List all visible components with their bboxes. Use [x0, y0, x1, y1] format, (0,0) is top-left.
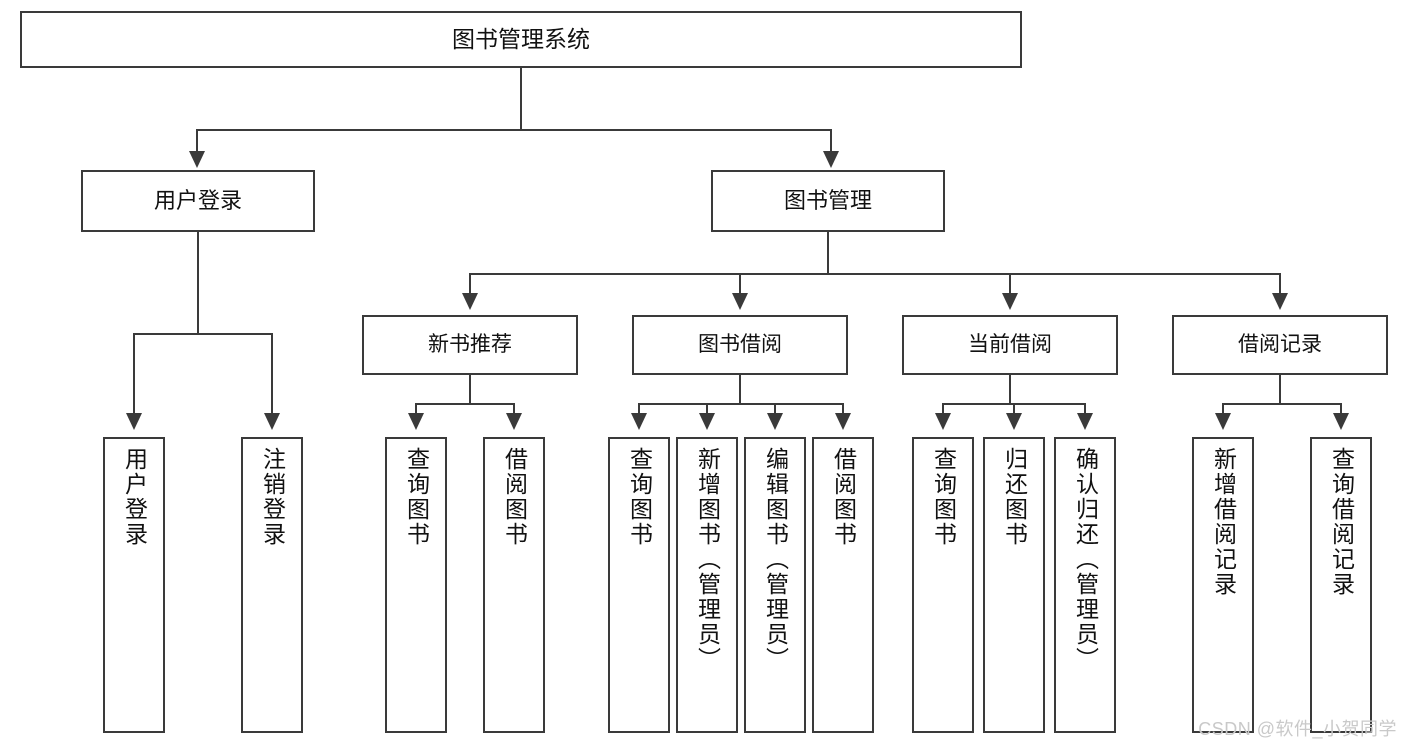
connector-bb-drop-3 — [774, 403, 776, 415]
node-label: 新增图书（管理员） — [694, 447, 721, 672]
arrow-user-login-leaf-1 — [126, 413, 142, 430]
arrow-bb-leaf-4 — [835, 413, 851, 430]
arrow-bm-to-current-borrow — [1002, 293, 1018, 310]
node-leaf-add-borrow-record[interactable]: 新增借阅记录 — [1192, 437, 1254, 733]
node-current-borrow[interactable]: 当前借阅 — [902, 315, 1118, 375]
node-label: 注销登录 — [259, 447, 286, 547]
connector-br-stem — [1279, 375, 1281, 404]
connector-user-login-drop-2 — [271, 333, 273, 415]
connector-nbr-stem — [469, 375, 471, 404]
connector-book-management-stem — [827, 232, 829, 274]
arrow-br-leaf-2 — [1333, 413, 1349, 430]
node-leaf-add-book[interactable]: 新增图书（管理员） — [676, 437, 738, 733]
node-label: 用户登录 — [121, 447, 148, 547]
node-label: 查询图书 — [930, 447, 957, 547]
connector-nbr-drop-2 — [513, 403, 515, 415]
node-borrow-record[interactable]: 借阅记录 — [1172, 315, 1388, 375]
arrow-nbr-leaf-2 — [506, 413, 522, 430]
connector-user-login-bus — [133, 333, 272, 335]
node-book-management[interactable]: 图书管理 — [711, 170, 945, 232]
connector-bm-drop-2 — [739, 273, 741, 295]
arrow-bb-leaf-1 — [631, 413, 647, 430]
node-leaf-edit-book[interactable]: 编辑图书（管理员） — [744, 437, 806, 733]
connector-bb-bus — [638, 403, 843, 405]
node-user-login[interactable]: 用户登录 — [81, 170, 315, 232]
arrow-cb-leaf-1 — [935, 413, 951, 430]
arrow-nbr-leaf-1 — [408, 413, 424, 430]
node-label: 归还图书 — [1001, 447, 1028, 547]
node-leaf-logout-login[interactable]: 注销登录 — [241, 437, 303, 733]
connector-book-management-bus — [469, 273, 1281, 275]
node-label: 当前借阅 — [968, 332, 1052, 356]
connector-cb-drop-1 — [942, 403, 944, 415]
node-label: 图书借阅 — [698, 332, 782, 356]
node-label: 用户登录 — [153, 188, 242, 214]
arrow-root-to-book-management — [823, 151, 839, 168]
connector-nbr-drop-1 — [415, 403, 417, 415]
connector-bm-drop-3 — [1009, 273, 1011, 295]
connector-br-drop-2 — [1340, 403, 1342, 415]
connector-cb-stem — [1009, 375, 1011, 404]
connector-root-stem — [520, 68, 522, 130]
node-leaf-borrow-book-2[interactable]: 借阅图书 — [812, 437, 874, 733]
arrow-root-to-user-login — [189, 151, 205, 168]
node-label: 新增借阅记录 — [1210, 447, 1237, 597]
node-label: 借阅记录 — [1238, 332, 1322, 356]
connector-bb-drop-4 — [842, 403, 844, 415]
node-leaf-query-book-3[interactable]: 查询图书 — [912, 437, 974, 733]
node-label: 确认归还（管理员） — [1072, 447, 1099, 672]
connector-user-login-drop-1 — [133, 333, 135, 415]
arrow-cb-leaf-2 — [1006, 413, 1022, 430]
node-label: 借阅图书 — [501, 447, 528, 547]
connector-bb-drop-1 — [638, 403, 640, 415]
connector-root-to-user-login — [196, 129, 198, 153]
node-label: 借阅图书 — [830, 447, 857, 547]
connector-root-bus — [196, 129, 832, 131]
node-label: 查询图书 — [626, 447, 653, 547]
arrow-br-leaf-1 — [1215, 413, 1231, 430]
arrow-bm-to-new-book-recommend — [462, 293, 478, 310]
node-label: 编辑图书（管理员） — [762, 447, 789, 672]
connector-br-drop-1 — [1222, 403, 1224, 415]
arrow-bb-leaf-3 — [767, 413, 783, 430]
connector-cb-drop-2 — [1013, 403, 1015, 415]
node-leaf-query-book-1[interactable]: 查询图书 — [385, 437, 447, 733]
connector-bb-stem — [739, 375, 741, 404]
node-leaf-query-borrow-record[interactable]: 查询借阅记录 — [1310, 437, 1372, 733]
connector-user-login-stem — [197, 232, 199, 334]
arrow-bb-leaf-2 — [699, 413, 715, 430]
connector-nbr-bus — [415, 403, 514, 405]
node-label: 查询图书 — [403, 447, 430, 547]
connector-bm-drop-1 — [469, 273, 471, 295]
connector-root-to-book-management — [830, 129, 832, 153]
connector-bm-drop-4 — [1279, 273, 1281, 295]
arrow-user-login-leaf-2 — [264, 413, 280, 430]
node-label: 图书管理 — [783, 188, 872, 214]
node-leaf-query-book-2[interactable]: 查询图书 — [608, 437, 670, 733]
connector-cb-drop-3 — [1084, 403, 1086, 415]
node-label: 图书管理系统 — [452, 25, 590, 52]
arrow-bm-to-borrow-record — [1272, 293, 1288, 310]
arrow-bm-to-book-borrow — [732, 293, 748, 310]
node-label: 新书推荐 — [428, 332, 512, 356]
node-leaf-user-login[interactable]: 用户登录 — [103, 437, 165, 733]
arrow-cb-leaf-3 — [1077, 413, 1093, 430]
connector-br-bus — [1222, 403, 1341, 405]
node-leaf-confirm-return[interactable]: 确认归还（管理员） — [1054, 437, 1116, 733]
node-new-book-recommend[interactable]: 新书推荐 — [362, 315, 578, 375]
node-root-book-management-system[interactable]: 图书管理系统 — [20, 11, 1022, 68]
connector-bb-drop-2 — [706, 403, 708, 415]
node-leaf-return-book[interactable]: 归还图书 — [983, 437, 1045, 733]
node-leaf-borrow-book-1[interactable]: 借阅图书 — [483, 437, 545, 733]
node-book-borrow[interactable]: 图书借阅 — [632, 315, 848, 375]
node-label: 查询借阅记录 — [1328, 447, 1355, 597]
